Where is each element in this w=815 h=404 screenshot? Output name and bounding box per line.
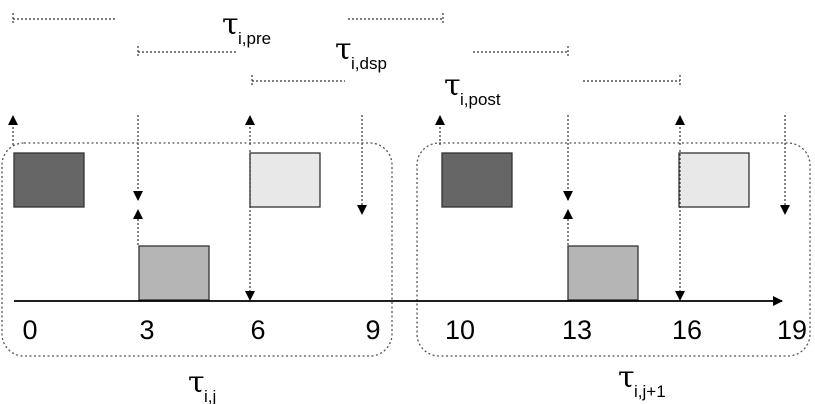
label-tau-post: τ i,post xyxy=(444,68,501,109)
tick-label: 3 xyxy=(139,315,154,345)
label-tau-ij1: τ i,j+1 xyxy=(618,360,666,401)
svg-text:i,j+1: i,j+1 xyxy=(634,382,666,401)
tick-label: 13 xyxy=(562,315,592,345)
svg-text:i,post: i,post xyxy=(460,90,501,109)
label-tau-dsp: τ i,dsp xyxy=(335,32,387,73)
label-tau-pre: τ i,pre xyxy=(222,7,271,48)
label-tau-ij: τ i,j xyxy=(188,365,216,404)
svg-text:i,j: i,j xyxy=(204,387,216,404)
svg-text:τ: τ xyxy=(188,365,205,400)
task-post-1 xyxy=(249,152,321,208)
svg-text:i,dsp: i,dsp xyxy=(351,54,387,73)
tick-labels: 0 3 6 9 10 13 16 19 xyxy=(22,315,807,345)
svg-text:τ: τ xyxy=(444,68,461,103)
task-post-2 xyxy=(678,152,750,208)
tick-label: 0 xyxy=(22,315,37,345)
tick-label: 10 xyxy=(445,315,475,345)
interval-brackets xyxy=(12,13,681,87)
svg-text:τ: τ xyxy=(222,7,239,42)
tick-label: 19 xyxy=(777,315,807,345)
task-pre-2 xyxy=(441,152,513,208)
svg-text:i,pre: i,pre xyxy=(238,29,271,48)
tick-label: 6 xyxy=(250,315,265,345)
event-arrows xyxy=(7,115,790,301)
period-box-j1 xyxy=(416,142,811,357)
svg-text:τ: τ xyxy=(618,360,635,395)
tick-label: 9 xyxy=(365,315,380,345)
task-dsp-2 xyxy=(567,245,639,301)
task-dsp-1 xyxy=(138,245,210,301)
task-pre-1 xyxy=(13,152,85,208)
svg-text:τ: τ xyxy=(335,32,352,67)
tick-label: 16 xyxy=(672,315,702,345)
period-box-j xyxy=(1,142,393,357)
